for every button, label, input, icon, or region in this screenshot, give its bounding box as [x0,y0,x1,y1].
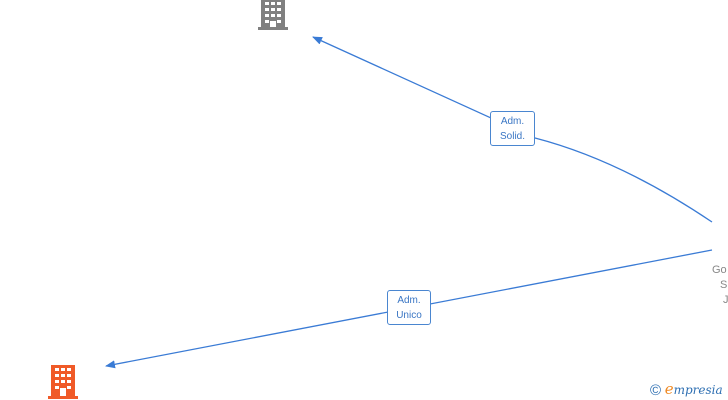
person-name-line: J [723,294,728,306]
person-node-name[interactable]: Go S J [710,263,728,308]
edge-line-adm-solid [312,36,713,223]
copyright-icon: © [650,382,662,399]
brand-logo: empresia [664,380,723,398]
edge-label-adm-solid[interactable]: Adm. Solid. [490,111,535,146]
footer-brand: © empresia [650,380,723,399]
person-name-line: S [720,279,728,291]
building-icon[interactable] [48,365,78,399]
edge-label-line: Adm. [397,295,421,306]
edge-label-adm-unico[interactable]: Adm. Unico [387,290,431,325]
building-icon[interactable] [258,0,288,30]
person-name-line: Go [712,264,727,276]
edge-label-line: Unico [396,310,422,321]
edge-label-line: Adm. [500,116,525,127]
edge-label-line: Solid. [499,131,525,142]
